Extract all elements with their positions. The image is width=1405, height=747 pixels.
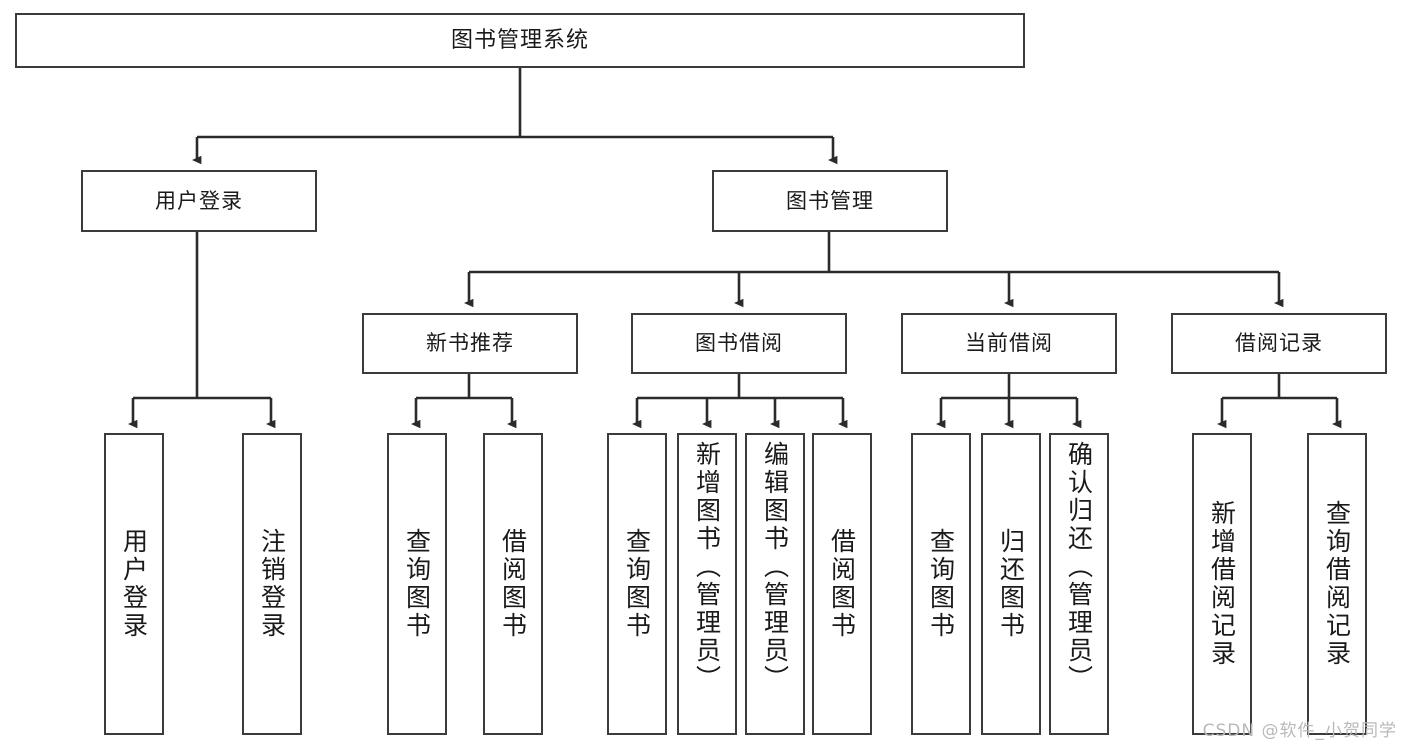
node-label: 编辑图书（管理员） [760, 441, 790, 693]
node-label: 新书推荐 [426, 331, 514, 356]
leaf-borrow-book-new[interactable]: 借阅图书 [483, 433, 543, 735]
leaf-logout-login[interactable]: 注销登录 [242, 433, 302, 735]
node-label: 图书管理 [786, 188, 874, 213]
leaf-confirm-return-admin[interactable]: 确认归还（管理员） [1049, 433, 1109, 735]
leaf-query-borrow-record[interactable]: 查询借阅记录 [1307, 433, 1367, 735]
node-label: 查询图书 [622, 528, 652, 640]
leaf-query-book-borrow[interactable]: 查询图书 [607, 433, 667, 735]
node-label: 用户登录 [155, 188, 243, 213]
node-user-login[interactable]: 用户登录 [81, 170, 317, 232]
leaf-query-book-new[interactable]: 查询图书 [387, 433, 447, 735]
leaf-add-book-admin[interactable]: 新增图书（管理员） [677, 433, 737, 735]
node-current-borrow[interactable]: 当前借阅 [901, 313, 1117, 374]
node-label: 注销登录 [257, 528, 287, 640]
node-label: 确认归还（管理员） [1064, 441, 1094, 693]
leaf-borrow-book[interactable]: 借阅图书 [812, 433, 872, 735]
node-borrow-record[interactable]: 借阅记录 [1171, 313, 1387, 374]
node-label: 图书管理系统 [450, 27, 589, 53]
leaf-add-borrow-record[interactable]: 新增借阅记录 [1192, 433, 1252, 735]
node-label: 当前借阅 [965, 331, 1053, 356]
node-label: 新增图书（管理员） [692, 441, 722, 693]
node-label: 查询图书 [926, 528, 956, 640]
node-root-system[interactable]: 图书管理系统 [15, 13, 1025, 68]
node-label: 新增借阅记录 [1207, 500, 1237, 668]
node-label: 查询借阅记录 [1322, 500, 1352, 668]
node-book-borrow[interactable]: 图书借阅 [631, 313, 847, 374]
node-new-book-recommend[interactable]: 新书推荐 [362, 313, 578, 374]
leaf-user-login[interactable]: 用户登录 [104, 433, 164, 735]
csdn-watermark: CSDN @软件_小贺同学 [1202, 721, 1397, 741]
node-label: 借阅图书 [498, 528, 528, 640]
node-label: 借阅记录 [1235, 331, 1323, 356]
leaf-return-book[interactable]: 归还图书 [981, 433, 1041, 735]
node-book-management[interactable]: 图书管理 [712, 170, 948, 232]
node-label: 归还图书 [996, 528, 1026, 640]
node-label: 图书借阅 [695, 331, 783, 356]
leaf-query-book-current[interactable]: 查询图书 [911, 433, 971, 735]
node-label: 查询图书 [402, 528, 432, 640]
node-label: 用户登录 [119, 528, 149, 640]
leaf-edit-book-admin[interactable]: 编辑图书（管理员） [745, 433, 805, 735]
node-label: 借阅图书 [827, 528, 857, 640]
